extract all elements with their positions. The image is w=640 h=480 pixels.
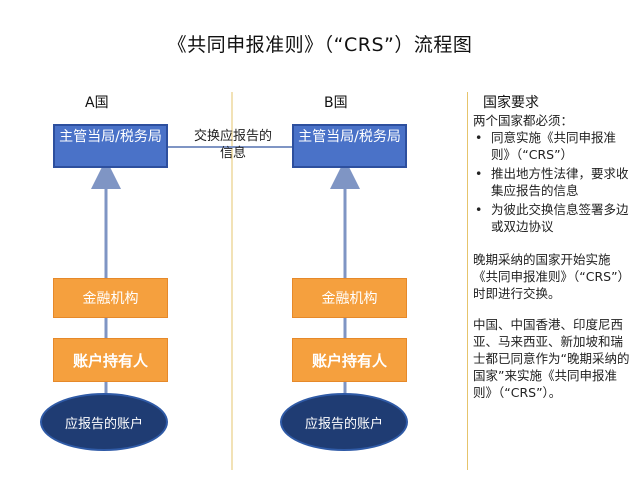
country-b-authority-box: 主管当局/税务局	[292, 124, 407, 168]
late-adopter-countries-text: 中国、中国香港、印度尼西亚、马来西亚、新加坡和瑞士都已同意作为“晚期采纳的国家”…	[473, 317, 630, 400]
country-a-institution-box: 金融机构	[53, 278, 168, 318]
requirement-item: •为彼此交换信息签署多边或双边协议	[475, 202, 629, 234]
panel-divider	[467, 92, 468, 470]
country-b-institution-box: 金融机构	[292, 278, 407, 318]
exchange-label: 交换应报告的信息	[193, 129, 272, 161]
country-b-label: B国	[324, 95, 348, 111]
bullet-icon: •	[475, 202, 483, 217]
late-adopters-text: 晚期采纳的国家开始实施《共同申报准则》（“CRS”）时即进行交换。	[473, 252, 631, 301]
bullet-icon: •	[475, 130, 483, 145]
requirement-item: •同意实施《共同申报准则》（“CRS”）	[475, 130, 617, 162]
requirements-panel: 国家要求 两个国家都必须： •同意实施《共同申报准则》（“CRS”） •推出地方…	[473, 92, 633, 401]
country-b-account-ellipse: 应报告的账户	[280, 393, 408, 451]
country-a-account-ellipse: 应报告的账户	[40, 393, 168, 451]
country-a-authority-box: 主管当局/税务局	[53, 124, 168, 168]
requirements-list: •同意实施《共同申报准则》（“CRS”） •推出地方性法律，要求收集应报告的信息…	[473, 129, 633, 235]
requirements-intro: 两个国家都必须：	[473, 113, 574, 128]
bullet-icon: •	[475, 166, 483, 181]
country-a-holder-box: 账户持有人	[53, 338, 168, 382]
requirement-item: •推出地方性法律，要求收集应报告的信息	[475, 166, 629, 198]
requirements-heading: 国家要求	[483, 95, 539, 111]
country-b-holder-box: 账户持有人	[292, 338, 407, 382]
country-a-label: A国	[85, 95, 109, 111]
page-title: 《共同申报准则》（“CRS”）流程图	[167, 34, 473, 56]
